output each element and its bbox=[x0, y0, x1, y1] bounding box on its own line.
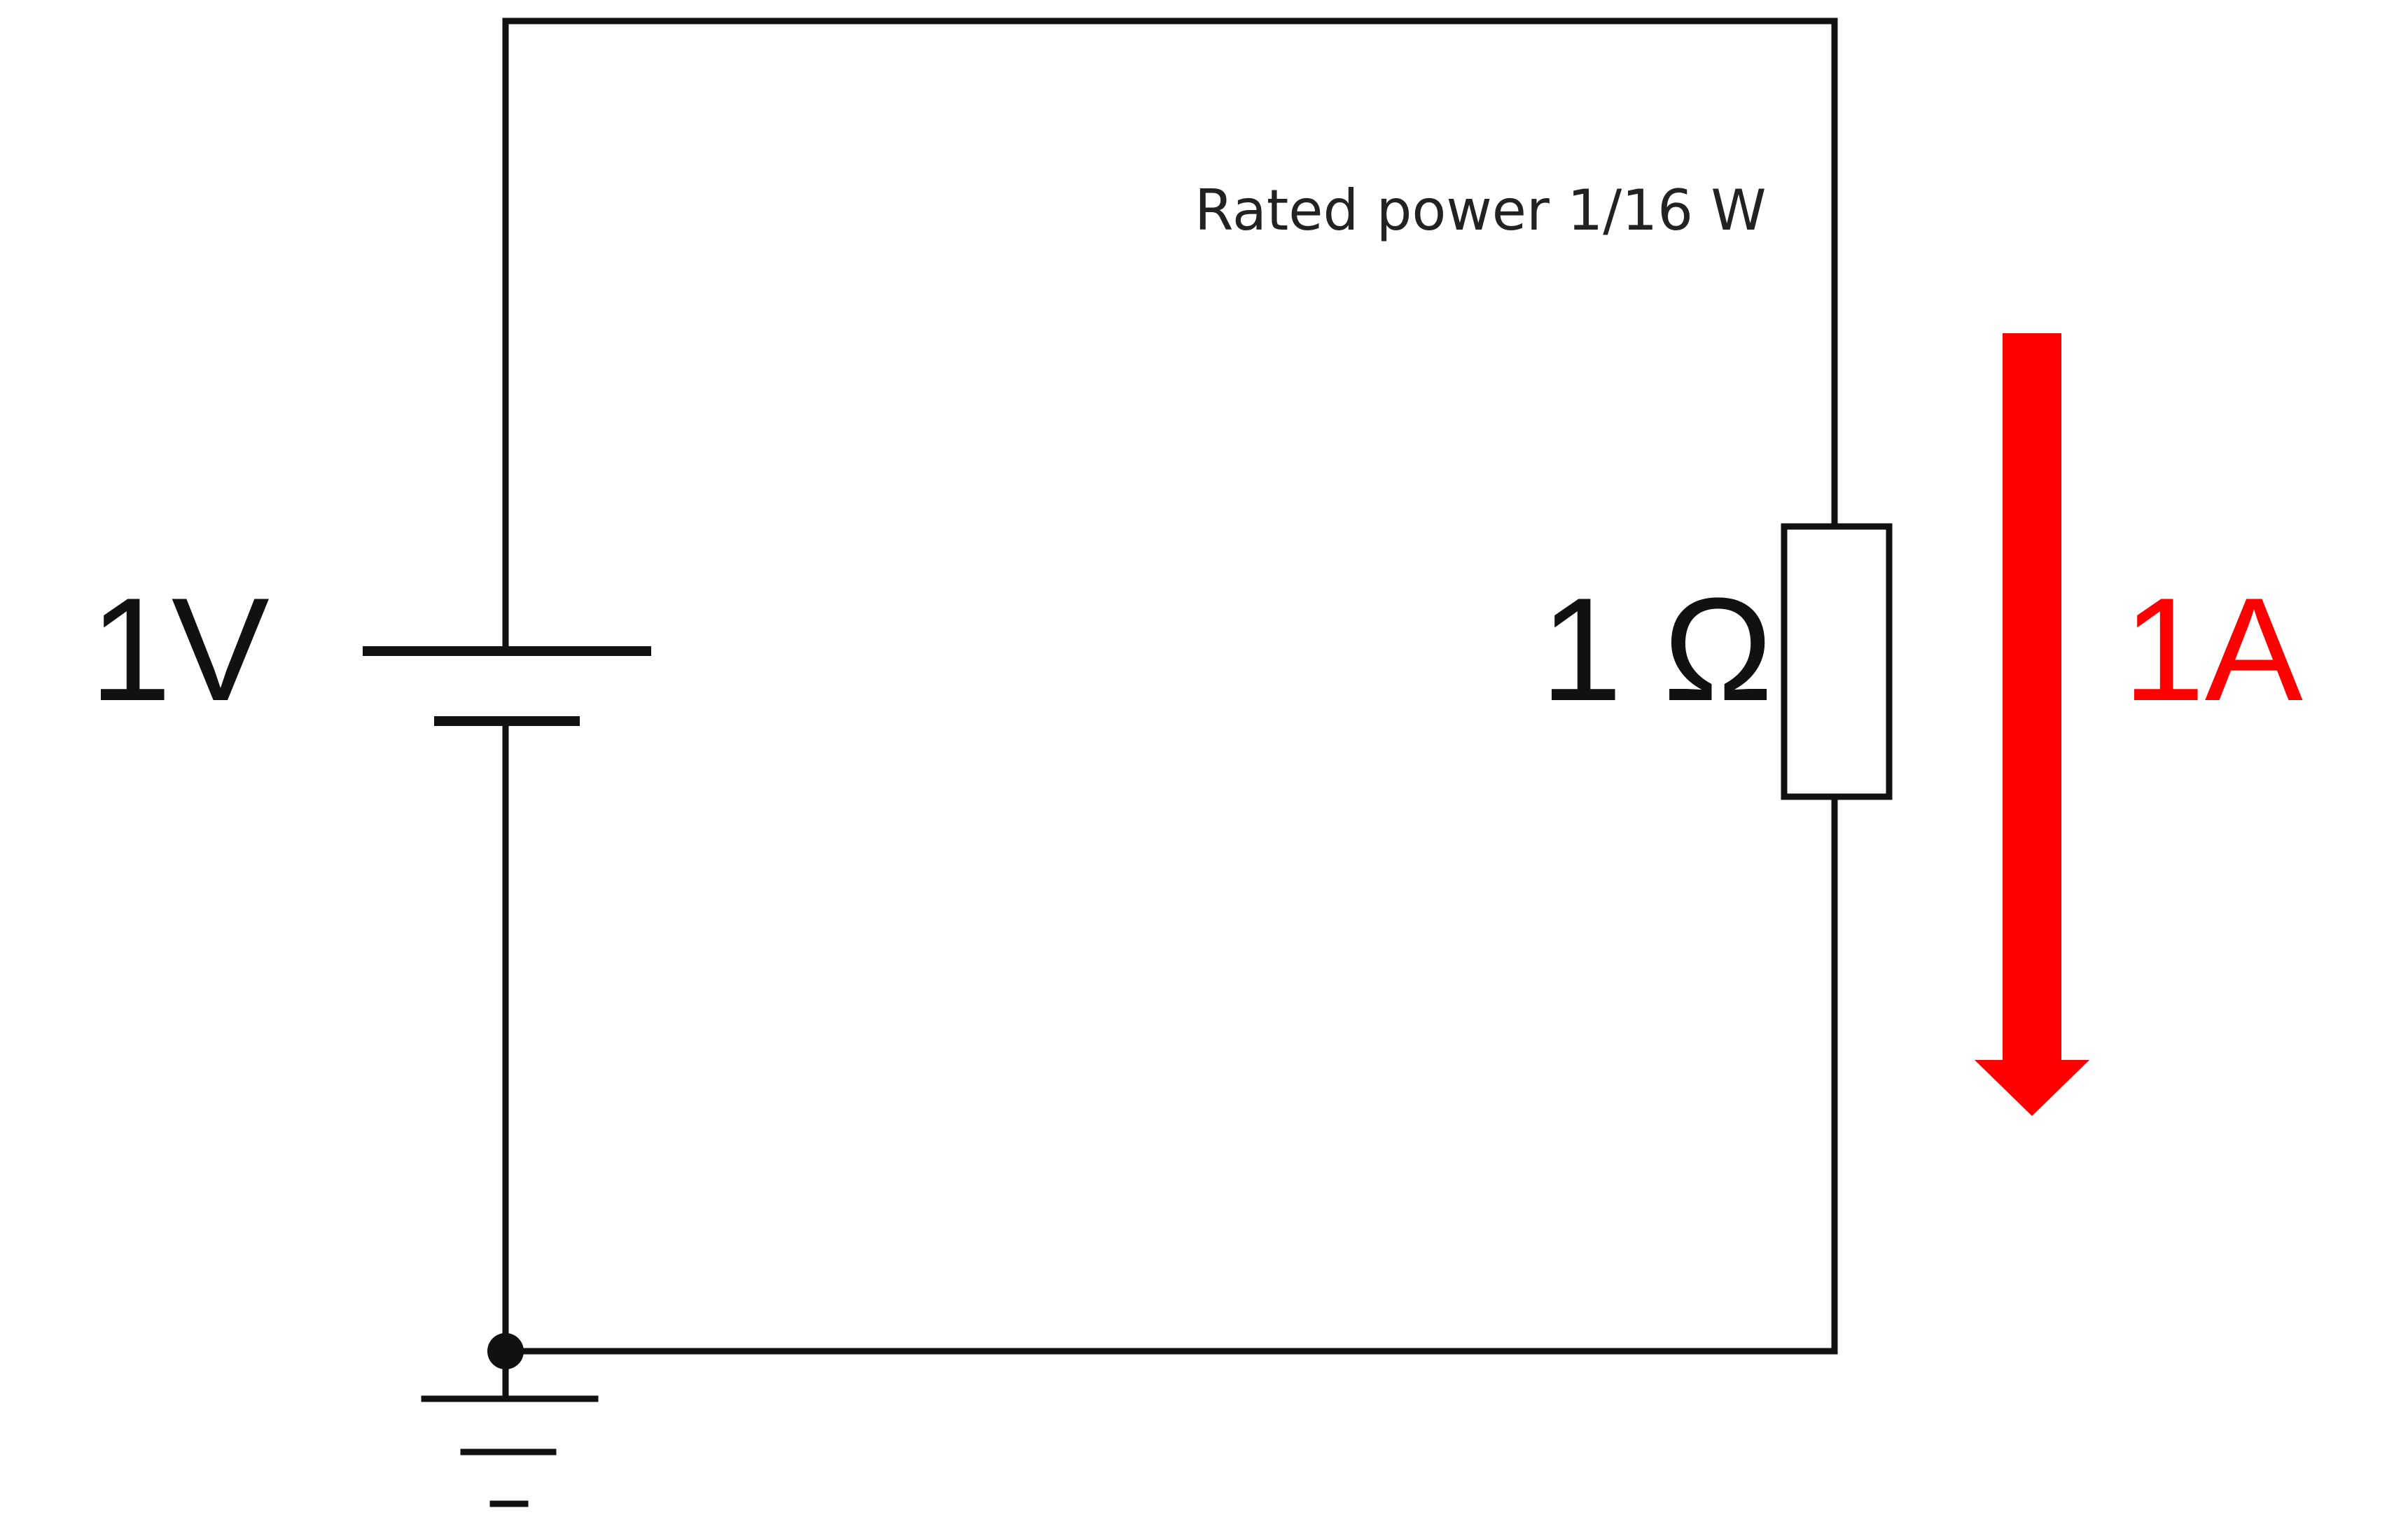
battery-symbol bbox=[363, 646, 651, 726]
resistance-label: 1 Ω bbox=[1540, 567, 1773, 732]
resistor-symbol bbox=[1781, 523, 1893, 800]
source-voltage-label: 1V bbox=[90, 567, 270, 732]
current-arrow bbox=[1975, 333, 2089, 1116]
rated-power-note: Rated power 1/16 W bbox=[1195, 178, 1767, 243]
current-label: 1A bbox=[2123, 567, 2303, 732]
ground-symbol bbox=[421, 1348, 599, 1507]
